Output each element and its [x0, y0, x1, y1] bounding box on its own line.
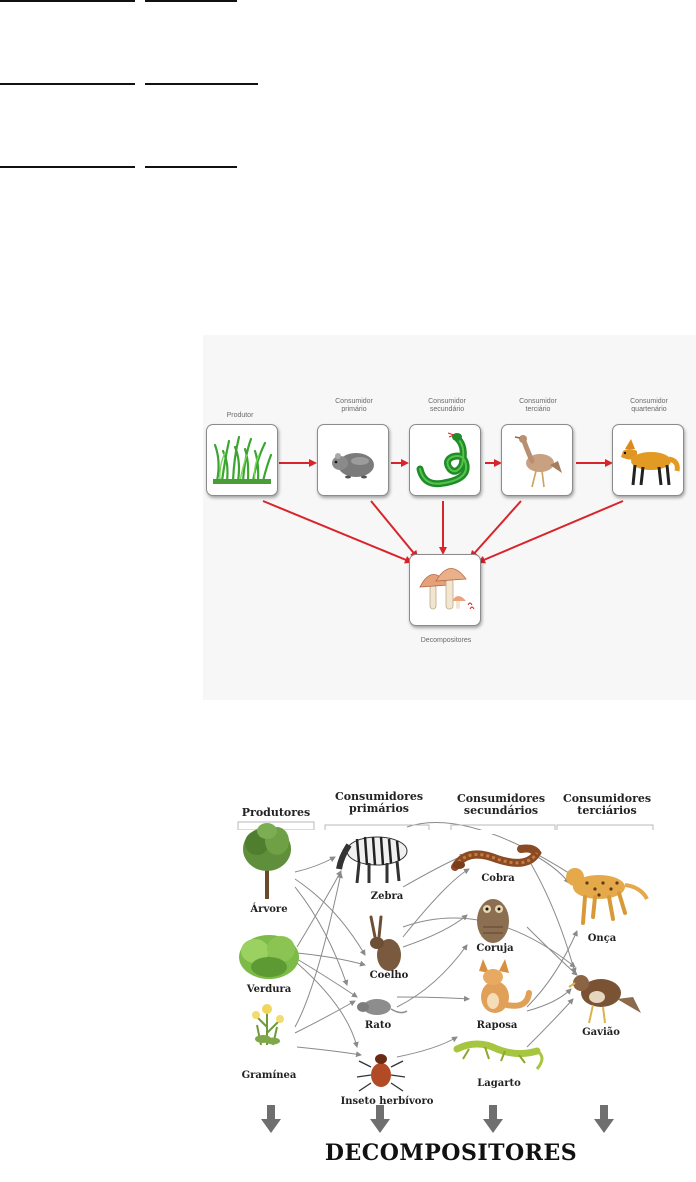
blank-line-2b — [145, 83, 258, 85]
arrow-terciario-decompositor — [471, 501, 521, 557]
label-arvore: Árvore — [241, 904, 297, 916]
label-coelho: Coelho — [359, 970, 419, 982]
bird-icon — [502, 425, 572, 495]
label-decompositores: Decompositores — [403, 637, 489, 645]
hawk-icon — [569, 975, 641, 1023]
label-consumidor-primario: Consumidor primário — [319, 398, 389, 414]
grass-plant-icon — [252, 1004, 284, 1045]
label-produtor: Produtor — [208, 412, 272, 420]
fox-icon — [479, 959, 529, 1013]
header-produtores: Produtores — [237, 807, 315, 819]
box-consumidor-quaternario — [612, 424, 684, 496]
label-onca: Onça — [577, 933, 627, 945]
jaguar-icon — [566, 868, 647, 923]
box-decompositores — [409, 554, 481, 626]
box-consumidor-secundario — [409, 424, 481, 496]
header-consumidores-terciarios: Consumidores terciários — [557, 793, 657, 817]
lettuce-icon — [239, 935, 299, 979]
label-gaviao: Gavião — [573, 1027, 629, 1039]
label-consumidor-terciario: Consumidor terciário — [503, 398, 573, 414]
label-cobra: Cobra — [471, 873, 525, 885]
rat-icon — [357, 999, 407, 1015]
down-arrow-3 — [483, 1105, 503, 1133]
owl-icon — [477, 899, 509, 943]
header-consumidores-secundarios: Consumidores secundários — [449, 793, 553, 817]
arrow-quaternario-decompositor — [479, 501, 623, 562]
down-arrow-4 — [594, 1105, 614, 1133]
label-rato: Rato — [353, 1020, 403, 1032]
label-graminea: Gramínea — [237, 1070, 301, 1082]
label-consumidor-quaternario: Consumidor quartenário — [609, 398, 689, 414]
down-arrow-1 — [261, 1105, 281, 1133]
label-zebra: Zebra — [357, 891, 417, 903]
tree-icon — [243, 823, 291, 899]
box-produtor — [206, 424, 278, 496]
label-lagarto: Lagarto — [469, 1078, 529, 1090]
label-decompositores-footer: DECOMPOSITORES — [301, 1140, 601, 1166]
food-chain-diagram: Produtor Consumidor primário Consumidor … — [203, 335, 696, 700]
label-consumidor-secundario: Consumidor secundário — [409, 398, 485, 414]
cobra-icon — [453, 849, 537, 870]
box-consumidor-terciario — [501, 424, 573, 496]
label-coruja: Coruja — [465, 943, 525, 955]
arrow-produtor-decompositor — [263, 501, 411, 562]
down-arrow-2 — [370, 1105, 390, 1133]
box-consumidor-primario — [317, 424, 389, 496]
label-raposa: Raposa — [467, 1020, 527, 1032]
blank-line-3a — [0, 166, 135, 168]
blank-line-1b — [145, 0, 237, 2]
label-verdura: Verdura — [241, 984, 297, 996]
lizard-icon — [457, 1044, 542, 1069]
snake-icon — [410, 425, 480, 495]
rabbit-icon — [370, 917, 401, 971]
header-consumidores-primarios: Consumidores primários — [327, 791, 431, 815]
insect-icon — [357, 1054, 405, 1091]
chain-arrows — [203, 335, 696, 700]
hamster-icon — [318, 425, 388, 495]
grass-icon — [207, 425, 277, 495]
zebra-icon — [339, 837, 407, 883]
blank-line-1a — [0, 0, 135, 2]
food-web-diagram: Produtores Consumidores primários Consum… — [237, 787, 659, 1182]
blank-line-3b — [145, 166, 237, 168]
blank-line-2a — [0, 83, 135, 85]
mushroom-icon — [410, 555, 480, 625]
wolf-icon — [613, 425, 683, 495]
